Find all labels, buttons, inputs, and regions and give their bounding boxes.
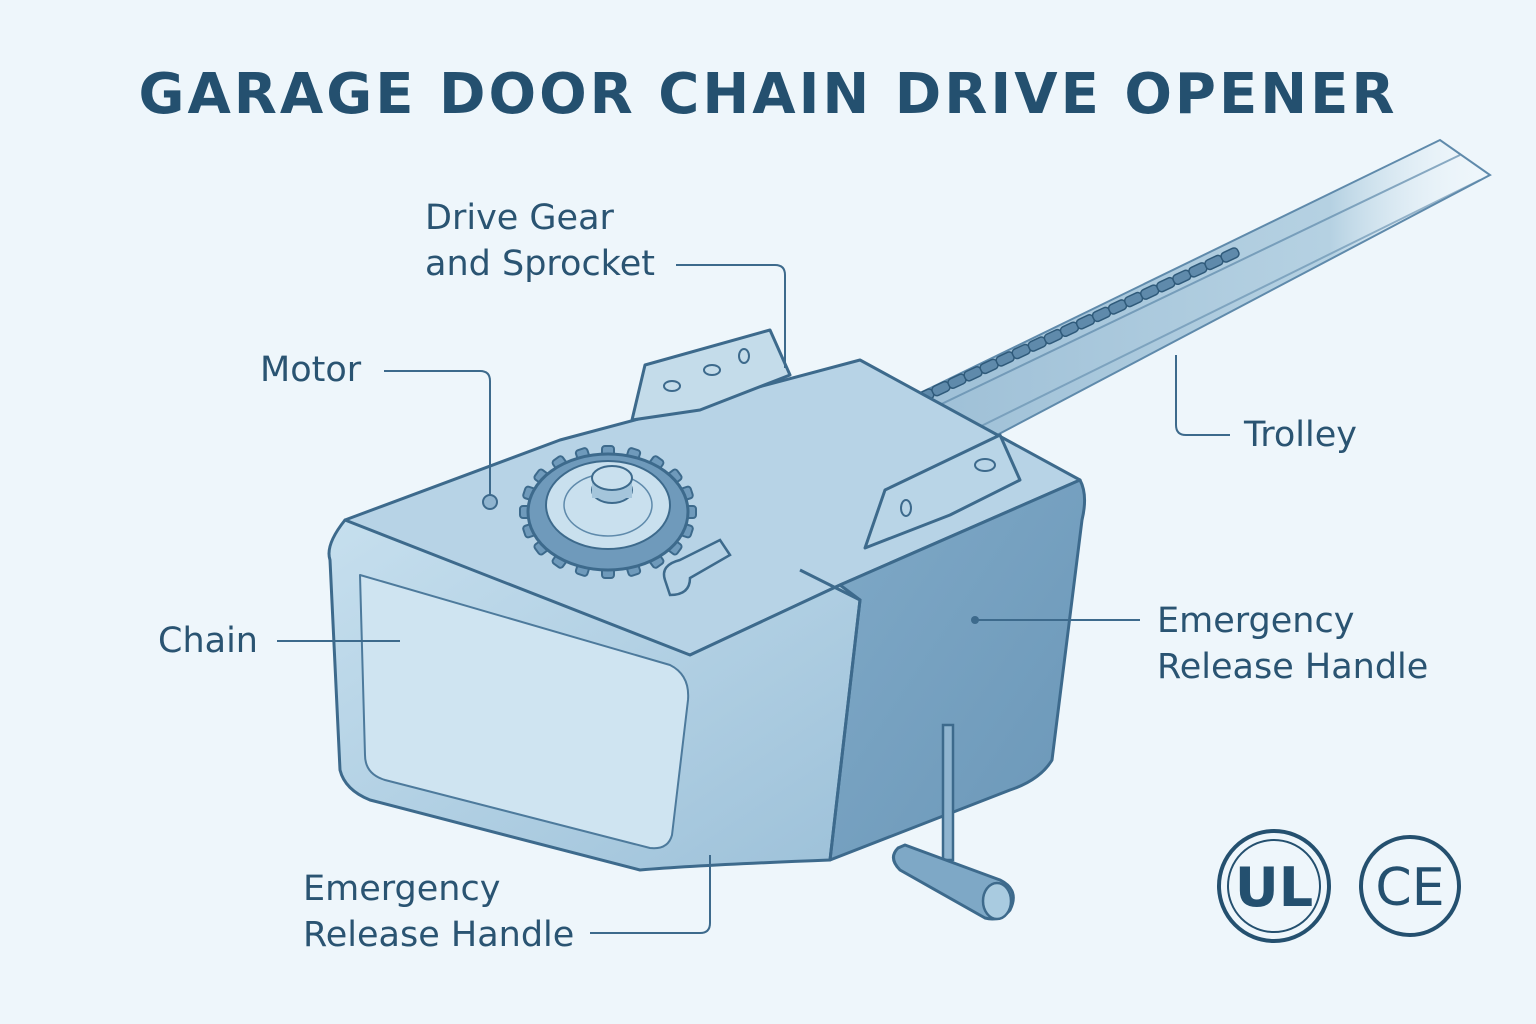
label-release-bottom-line1: Emergency bbox=[303, 869, 501, 909]
label-release-bottom-line2: Release Handle bbox=[303, 915, 575, 955]
label-drive-gear: Drive Gear and Sprocket bbox=[425, 195, 655, 287]
label-release-bottom: Emergency Release Handle bbox=[303, 866, 574, 958]
ce-mark: CE bbox=[1375, 858, 1444, 918]
label-trolley: Trolley bbox=[1244, 415, 1357, 455]
leader-trolley bbox=[1175, 355, 1230, 436]
emergency-release-t-handle bbox=[892, 723, 1015, 921]
drive-sprocket bbox=[519, 445, 697, 579]
label-drive-gear-line1: Drive Gear bbox=[425, 198, 614, 238]
mounting-bracket-left bbox=[630, 328, 792, 422]
leader-motor bbox=[384, 370, 491, 495]
mounting-bracket-right bbox=[863, 433, 1022, 550]
leader-lines bbox=[277, 264, 1230, 934]
label-drive-gear-line2: and Sprocket bbox=[425, 244, 655, 284]
label-chain: Chain bbox=[158, 621, 258, 661]
label-motor: Motor bbox=[260, 350, 362, 390]
page-title: GARAGE DOOR CHAIN DRIVE OPENER bbox=[138, 62, 1398, 127]
leader-release-bottom bbox=[590, 855, 711, 934]
label-release-right: Emergency Release Handle bbox=[1157, 598, 1428, 690]
label-release-right-line1: Emergency bbox=[1157, 601, 1355, 641]
ul-badge: UL bbox=[1217, 829, 1331, 943]
label-release-right-line2: Release Handle bbox=[1157, 647, 1429, 687]
leader-drive-gear bbox=[676, 264, 786, 368]
chain-link bbox=[1220, 247, 1240, 263]
motor-housing bbox=[327, 358, 1087, 872]
ce-badge: CE bbox=[1359, 835, 1461, 937]
trolley bbox=[662, 538, 732, 597]
ul-mark: UL bbox=[1235, 856, 1313, 919]
